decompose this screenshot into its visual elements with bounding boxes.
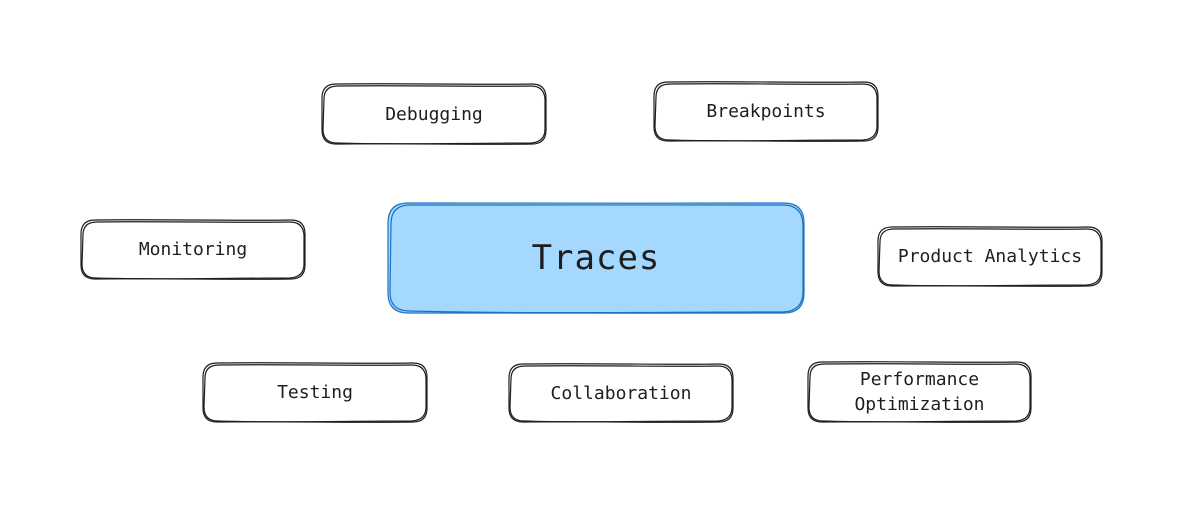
node-collaboration[interactable]: Collaboration bbox=[550, 382, 692, 404]
node-breakpoints[interactable]: Breakpoints bbox=[706, 101, 826, 122]
node-product-analytics[interactable]: Product Analytics bbox=[897, 246, 1083, 267]
node-box-traces bbox=[387, 202, 805, 314]
node-traces[interactable]: Traces bbox=[531, 237, 661, 278]
node-monitoring[interactable]: Monitoring bbox=[138, 239, 248, 260]
node-debugging[interactable]: Debugging bbox=[385, 103, 483, 125]
node-box-debugging bbox=[321, 83, 547, 145]
node-box-performance-optimization bbox=[807, 361, 1032, 423]
node-box-testing bbox=[202, 362, 428, 423]
node-testing[interactable]: Testing bbox=[277, 382, 353, 403]
node-box-breakpoints bbox=[653, 81, 879, 142]
node-box-monitoring bbox=[80, 219, 306, 280]
node-box-collaboration bbox=[508, 363, 734, 423]
node-performance-optimization[interactable]: Performance Optimization bbox=[854, 369, 985, 415]
node-box-product-analytics bbox=[877, 226, 1103, 287]
